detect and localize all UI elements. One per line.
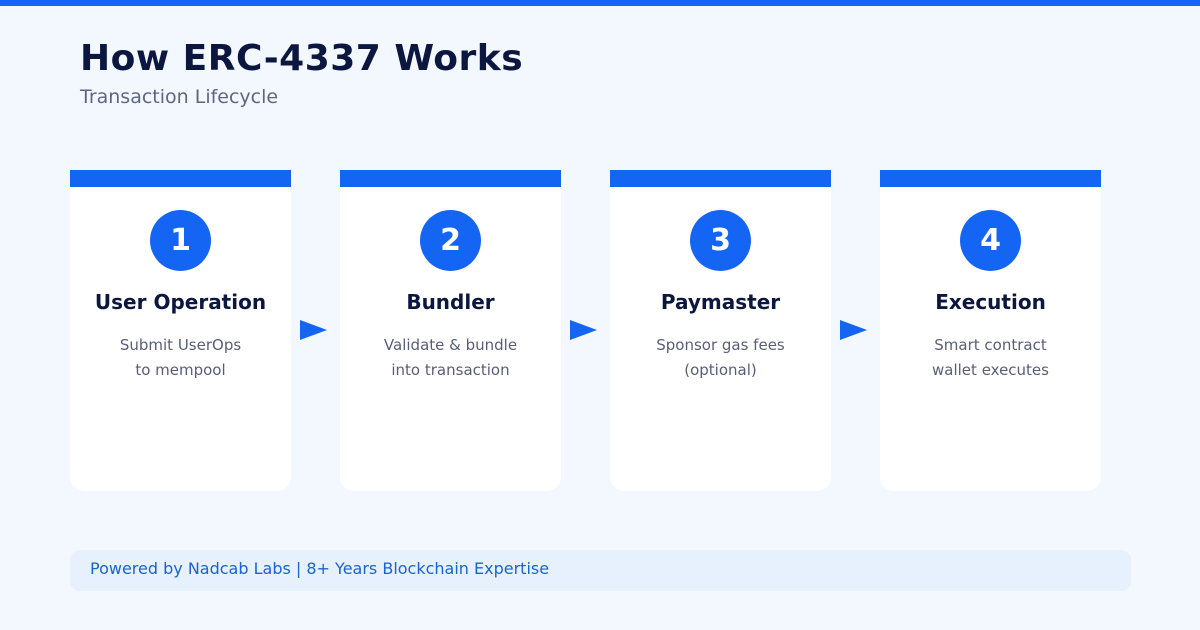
footer-text: Powered by Nadcab Labs | 8+ Years Blockc… bbox=[90, 559, 550, 578]
step-description-line: wallet executes bbox=[932, 361, 1049, 379]
step-description-line: Submit UserOps bbox=[119, 336, 242, 354]
card-accent-bar bbox=[340, 170, 561, 187]
step-description-line: to mempool bbox=[135, 361, 226, 379]
step-description: Submit UserOps to mempool bbox=[70, 333, 291, 383]
top-accent-bar bbox=[0, 0, 1200, 6]
step-description-line: (optional) bbox=[684, 361, 757, 379]
arrow-right-icon bbox=[300, 320, 327, 340]
step-title: Bundler bbox=[406, 290, 495, 314]
step-title: User Operation bbox=[94, 290, 267, 314]
page-subtitle: Transaction Lifecycle bbox=[80, 86, 279, 108]
step-description: Sponsor gas fees (optional) bbox=[610, 333, 831, 383]
step-description-line: Validate & bundle bbox=[383, 336, 518, 354]
card-accent-bar bbox=[880, 170, 1101, 187]
step-title: Execution bbox=[935, 290, 1046, 314]
step-description-line: into transaction bbox=[391, 361, 510, 379]
step-card-paymaster: 3 Paymaster Sponsor gas fees (optional) bbox=[610, 170, 831, 491]
step-description: Validate & bundle into transaction bbox=[340, 333, 561, 383]
step-card-user-operation: 1 User Operation Submit UserOps to mempo… bbox=[70, 170, 291, 491]
step-number-badge: 1 bbox=[150, 210, 211, 271]
arrow-right-icon bbox=[570, 320, 597, 340]
footer-banner: Powered by Nadcab Labs | 8+ Years Blockc… bbox=[70, 550, 1131, 591]
card-accent-bar bbox=[610, 170, 831, 187]
step-number-badge: 3 bbox=[690, 210, 751, 271]
step-description: Smart contract wallet executes bbox=[880, 333, 1101, 383]
step-number-badge: 2 bbox=[420, 210, 481, 271]
page-title: How ERC-4337 Works bbox=[80, 38, 524, 79]
step-number-badge: 4 bbox=[960, 210, 1021, 271]
card-accent-bar bbox=[70, 170, 291, 187]
step-title: Paymaster bbox=[660, 290, 781, 314]
step-description-line: Smart contract bbox=[934, 336, 1047, 354]
step-description-line: Sponsor gas fees bbox=[656, 336, 785, 354]
step-card-bundler: 2 Bundler Validate & bundle into transac… bbox=[340, 170, 561, 491]
step-card-execution: 4 Execution Smart contract wallet execut… bbox=[880, 170, 1101, 491]
arrow-right-icon bbox=[840, 320, 867, 340]
